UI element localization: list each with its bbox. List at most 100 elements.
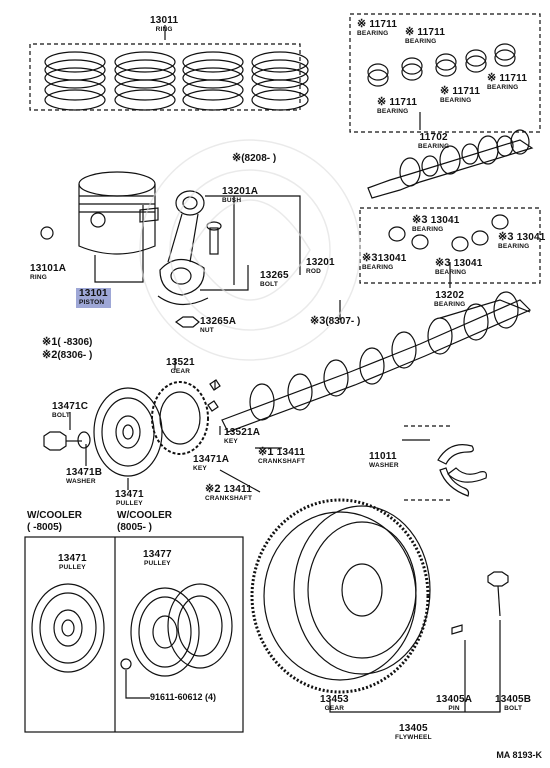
- pulley-washer-icon: [77, 431, 91, 449]
- variant-mark: ※: [377, 96, 387, 108]
- part-name: BEARING: [498, 243, 530, 250]
- part-name: BOLT: [504, 705, 523, 712]
- label-ring-13101a: 13101A RING: [30, 264, 66, 282]
- label-pulley-13477: 13477 PULLEY: [143, 550, 172, 568]
- flywheel-icon: [250, 498, 431, 694]
- label-bolt-13405b: 13405B BOLT: [495, 695, 531, 713]
- label-bearing-a2: ※ 11711 BEARING: [405, 27, 445, 46]
- cooler-range: ( -8005): [27, 521, 63, 533]
- variant-mark: ※: [405, 26, 415, 38]
- rod-nut-icon: [174, 316, 200, 328]
- note-8307: ※3(8307- ): [310, 316, 360, 327]
- key-icon: [209, 379, 221, 391]
- part-number: 13405A: [436, 694, 473, 705]
- note-text: (8208- ): [241, 153, 277, 164]
- variant-mark: ※: [487, 72, 497, 84]
- label-washer-11011: 11011 WASHER: [369, 452, 399, 470]
- part-number: 13041: [430, 215, 460, 226]
- part-number: 11711: [417, 27, 446, 38]
- variant-mark: ※1: [258, 446, 274, 458]
- part-number: 13521A: [224, 427, 261, 438]
- part-number: 11711: [499, 73, 528, 84]
- part-number: 13101: [79, 288, 108, 299]
- piston-leader: [94, 205, 144, 283]
- part-name: NUT: [200, 327, 214, 334]
- part-number: 13265A: [200, 316, 237, 327]
- key-icon-2: [207, 400, 219, 412]
- label-bearing-b3: ※313041 BEARING: [362, 253, 407, 272]
- part-number: 13471B: [66, 467, 103, 478]
- label-bearing-b4: ※3 13041 BEARING: [435, 258, 483, 277]
- variant-mark: ※2: [42, 349, 58, 361]
- diagram-code: MA 8193-K: [496, 750, 542, 760]
- label-bearing-a4: ※ 11711 BEARING: [440, 86, 480, 105]
- label-crankshaft-13411-2: ※2 13411 CRANKSHAFT: [205, 484, 252, 503]
- part-number: 13453: [320, 694, 349, 705]
- part-name: PIN: [448, 705, 460, 712]
- rod-bracket: [205, 195, 301, 275]
- part-name: BUSH: [222, 197, 242, 204]
- part-number: 13521: [166, 357, 195, 368]
- note-1: ※1( -8306): [42, 337, 92, 348]
- note-text: (8307- ): [325, 316, 361, 327]
- label-bolt-13471c: 13471C BOLT: [52, 402, 88, 420]
- part-number: 13411: [276, 447, 305, 458]
- part-number: 13041: [377, 253, 407, 264]
- label-pulley-13471-inset: 13471 PULLEY: [58, 554, 87, 572]
- part-name: RING: [30, 274, 48, 281]
- part-number: 11711: [452, 86, 481, 97]
- piston-rings-icon: [44, 51, 309, 111]
- label-bearing-13202: 13202 BEARING: [434, 291, 465, 309]
- bolt-leader: [125, 670, 150, 699]
- cooler-range: (8005- ): [117, 521, 153, 533]
- part-name: GEAR: [324, 705, 345, 712]
- label-bolt-91611: 91611-60612 (4): [150, 692, 217, 702]
- part-name: BEARING: [405, 38, 437, 45]
- label-gear-13453: 13453 GEAR: [320, 695, 349, 713]
- label-ring-13011: 13011 RING: [150, 16, 178, 34]
- label-piston-13101-highlighted[interactable]: 13101 PISTON: [76, 288, 111, 308]
- pulley-bolt-icon: [43, 431, 82, 451]
- part-name: BEARING: [435, 269, 467, 276]
- part-name: WASHER: [369, 462, 399, 469]
- variant-mark: ※: [232, 152, 242, 164]
- part-number: 13011: [150, 15, 179, 26]
- connecting-rod-icon: [157, 190, 209, 306]
- cooler-title: W/COOLER: [117, 510, 172, 521]
- label-key-13471a: 13471A KEY: [193, 455, 229, 473]
- variant-mark: ※3: [310, 315, 326, 327]
- label-crankshaft-13411-1: ※1 13411 CRANKSHAFT: [258, 447, 305, 466]
- main-bearing-shells-icon: [367, 43, 516, 87]
- part-number: 13201A: [222, 186, 259, 197]
- snap-ring-icon: [40, 226, 54, 240]
- part-name: KEY: [193, 465, 207, 472]
- part-name: CRANKSHAFT: [258, 458, 306, 465]
- part-name: PISTON: [79, 299, 105, 306]
- label-nut-13265a: 13265A NUT: [200, 317, 236, 335]
- label-bearing-11702: 11702 BEARING: [418, 133, 449, 151]
- cooler-left-heading: W/COOLER ( -8005): [27, 510, 82, 533]
- label-bolt-13265: 13265 BOLT: [260, 271, 289, 289]
- part-number: 11011: [369, 451, 397, 462]
- part-number: 11711: [389, 97, 418, 108]
- part-name: PULLEY: [143, 560, 171, 567]
- part-name: BEARING: [418, 143, 450, 150]
- part-number: 13201: [306, 257, 335, 268]
- variant-mark: ※: [357, 18, 367, 30]
- variant-mark: ※1: [42, 336, 58, 348]
- piston-icon: [78, 171, 159, 255]
- part-number: 13041: [453, 258, 483, 269]
- label-bearing-a1: ※ 11711 BEARING: [357, 19, 397, 38]
- thrust-washer-bracket: [404, 425, 450, 501]
- main-bearing-box: [349, 13, 541, 133]
- note-8208: ※(8208- ): [232, 153, 276, 164]
- label-rod-13201: 13201 ROD: [306, 258, 335, 276]
- label-bearing-a5: ※ 11711 BEARING: [377, 97, 417, 116]
- part-name: ROD: [306, 268, 322, 275]
- note-text: ( -8306): [57, 337, 93, 348]
- part-name: BEARING: [440, 97, 472, 104]
- part-number: 13265: [260, 270, 289, 281]
- part-name: CRANKSHAFT: [205, 495, 253, 502]
- crank-pulley-icon: [93, 387, 163, 477]
